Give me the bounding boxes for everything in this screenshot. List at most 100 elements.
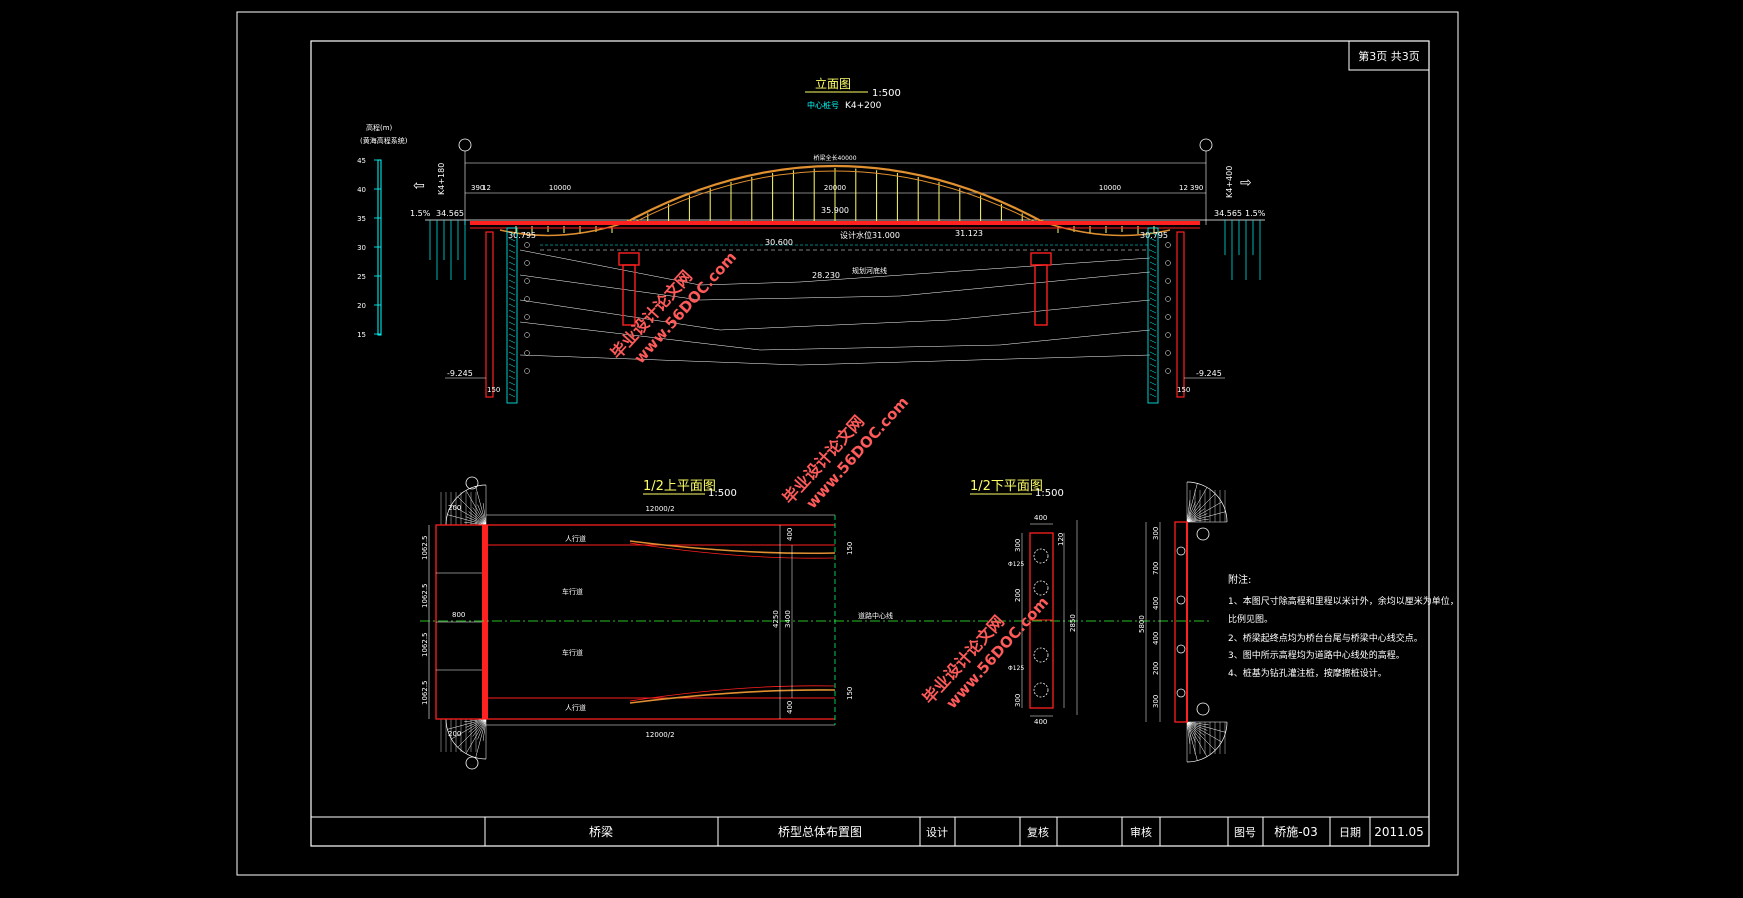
level-tick-label: 40 <box>357 186 366 194</box>
abutment-side-dim: 300 <box>1152 695 1160 708</box>
pier-right <box>1034 264 1048 326</box>
dim-120: 120 <box>1057 533 1065 546</box>
arch-rib <box>626 164 1044 223</box>
station-left: K4+180 <box>437 163 446 195</box>
elev-abutment-left: 34.565 <box>436 209 464 218</box>
lane-carriageway-top: 车行道 <box>562 587 583 596</box>
dim-3400: 3400 <box>784 610 792 628</box>
lane-walkway-bottom: 人行道 <box>565 703 586 712</box>
axis-marker-left <box>458 138 472 152</box>
dim-150-top: 150 <box>846 542 854 555</box>
lane-walkway-top: 人行道 <box>565 534 586 543</box>
dim-12-left: 12 <box>482 184 491 192</box>
note-2: 2、桥梁起终点均为桥台台尾与桥梁中心线交点。 <box>1228 632 1423 644</box>
abutment-side-dim: 300 <box>1152 527 1160 540</box>
borehole-right <box>1147 227 1171 404</box>
review-label: 审核 <box>1130 825 1152 839</box>
direction-left-icon: ⇦ <box>413 178 425 194</box>
abutment-side-dim: 700 <box>1152 562 1160 575</box>
pile-3 <box>1033 647 1049 663</box>
dim-4250: 4250 <box>772 610 780 628</box>
abutment-pile-right <box>1176 231 1185 398</box>
elevation-title: 立面图 <box>815 76 851 91</box>
level-subtitle: (黄海高程系统) <box>360 136 408 145</box>
check-label: 复核 <box>1027 825 1049 839</box>
river-bed-label: 规划河底线 <box>852 266 887 275</box>
dim-200-bottom: 200 <box>448 730 461 738</box>
dim-390-left: 390 <box>471 184 484 192</box>
dim-left-2: 1062.5 <box>421 584 429 609</box>
outer-frame <box>236 11 1459 876</box>
elev-abutment-right: 34.565 <box>1214 209 1242 218</box>
date-label: 日期 <box>1339 826 1361 839</box>
dim-12-right: 12 <box>1179 184 1188 192</box>
note-1: 1、本图尺寸除高程和里程以米计外，余均以厘米为单位， <box>1228 595 1459 607</box>
cone-slope-top <box>440 484 487 526</box>
notes-title: 附注: <box>1228 573 1251 586</box>
total-length: 桥梁全长40000 <box>813 154 856 162</box>
elev-water-right: 31.123 <box>955 229 983 238</box>
dim-200: 200 <box>1014 589 1022 602</box>
span-right: 10000 <box>1099 184 1121 192</box>
dim-left-4: 1062.5 <box>421 681 429 706</box>
design-water-level: 设计水位31.000 <box>840 230 900 240</box>
date-value: 2011.05 <box>1374 825 1424 839</box>
abutment-side-dim: 200 <box>1152 662 1160 675</box>
pier-cap-right <box>1030 252 1052 266</box>
elevation-scale: 1:500 <box>872 88 901 99</box>
axis-marker-side-bottom <box>1196 702 1210 716</box>
half-length-top: 12000/2 <box>645 505 674 513</box>
foundation-length: 2850 <box>1069 614 1077 632</box>
road-centerline-label: 道路中心线 <box>858 611 893 620</box>
project-name: 桥梁 <box>589 824 613 839</box>
cone-slope-right-top <box>1186 481 1228 523</box>
dim-200-top: 200 <box>448 504 461 512</box>
elev-pile-tip-right: -9.245 <box>1196 369 1222 378</box>
note-4: 4、桩基为钻孔灌注桩，按摩擦桩设计。 <box>1228 667 1387 679</box>
elevation-view: 立面图 1:500 中心桩号 K4+200 高程(m) (黄海高程系统) 454… <box>357 76 1266 404</box>
foundation-width-bottom: 400 <box>1034 718 1047 726</box>
span-left: 10000 <box>549 184 571 192</box>
elev-river-bottom: 28.230 <box>812 271 840 280</box>
level-tick-label: 25 <box>357 273 366 281</box>
lower-plan-view: 1/2下平面图 1:500 400 400 300 200 300 Φ125 Φ… <box>970 479 1228 763</box>
abutment-side-dim: 400 <box>1152 597 1160 610</box>
axis-marker-side-top <box>1196 527 1210 541</box>
drawing-no-label: 图号 <box>1234 826 1256 839</box>
pile-1 <box>1033 548 1049 564</box>
cone-slope-bottom <box>440 718 487 760</box>
pile-dim-left: 150 <box>487 386 500 394</box>
elev-pile-tip-left: -9.245 <box>447 369 473 378</box>
abutment-side-dims: 300 700 400 400 200 300 <box>1152 527 1160 708</box>
pile-dim-right: 150 <box>1177 386 1190 394</box>
elev-pile-right: 30.795 <box>1140 231 1168 240</box>
level-title: 高程(m) <box>366 123 393 132</box>
level-tick-label: 15 <box>357 331 366 339</box>
level-tick-label: 20 <box>357 302 366 310</box>
dim-400-top: 400 <box>786 528 794 541</box>
drawing-name: 桥型总体布置图 <box>778 825 862 839</box>
dim-300-a: 300 <box>1014 539 1022 552</box>
elevation-station-label: 中心桩号 <box>807 100 839 110</box>
sheet-number: 第3页 共3页 <box>1358 49 1420 63</box>
upper-plan-title: 1/2上平面图 <box>643 479 716 494</box>
level-tick-label: 45 <box>357 157 366 165</box>
level-tick-label: 35 <box>357 215 366 223</box>
dim-400-bottom: 400 <box>786 701 794 714</box>
dim-left-1: 1062.5 <box>421 536 429 561</box>
direction-right-icon: ⇨ <box>1240 175 1252 191</box>
dim-150-bottom: 150 <box>846 687 854 700</box>
level-ruler: 45 40 35 30 25 20 15 <box>357 157 381 339</box>
cone-slope-right-bottom <box>1186 721 1228 763</box>
dim-390-right: 390 <box>1190 184 1203 192</box>
level-tick-label: 30 <box>357 244 366 252</box>
pile-4 <box>1033 682 1049 698</box>
axis-marker-right <box>1199 138 1213 152</box>
elev-pile-left: 30.795 <box>508 231 536 240</box>
sheet-number-box <box>1348 40 1430 71</box>
lower-plan-title: 1/2下平面图 <box>970 479 1043 494</box>
watermarks: 毕业设计论文网 www.56DOC.com 毕业设计论文网 www.56DOC.… <box>607 248 1052 712</box>
grade-left: 1.5% <box>410 209 431 218</box>
abutment-side-dim: 400 <box>1152 632 1160 645</box>
dim-800: 800 <box>452 611 465 619</box>
